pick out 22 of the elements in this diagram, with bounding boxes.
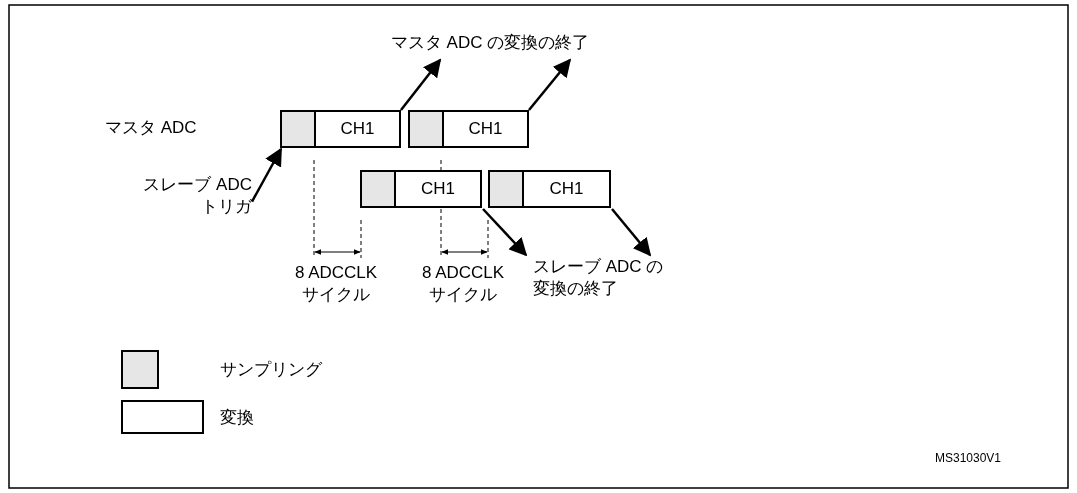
legend-label: サンプリング [220,359,322,381]
conversion-box: CH1 [314,110,401,148]
annotation-text: スレーブ ADC の変換の終了 [533,256,678,304]
conversion-box: CH1 [522,170,611,208]
arrow [482,208,528,257]
conversion-box: CH1 [442,110,529,148]
sampling-box [488,170,524,208]
annotation-text: スレーブ ADC トリガ [100,174,252,220]
arrow [528,58,572,111]
sampling-box [280,110,316,148]
row-label: マスタ ADC [105,117,197,139]
sampling-box [408,110,444,148]
figure-id: MS31030V1 [935,450,1002,467]
arrow [250,147,283,203]
dimension-label: 8 ADCCLK サイクル [293,262,379,306]
legend-label: 変換 [220,407,254,429]
sampling-box [360,170,396,208]
arrow [400,58,442,111]
annotation-text: マスタ ADC の変換の終了 [355,30,625,58]
conversion-box: CH1 [394,170,482,208]
dimension-label: 8 ADCCLK サイクル [420,262,506,306]
arrow [611,208,652,257]
